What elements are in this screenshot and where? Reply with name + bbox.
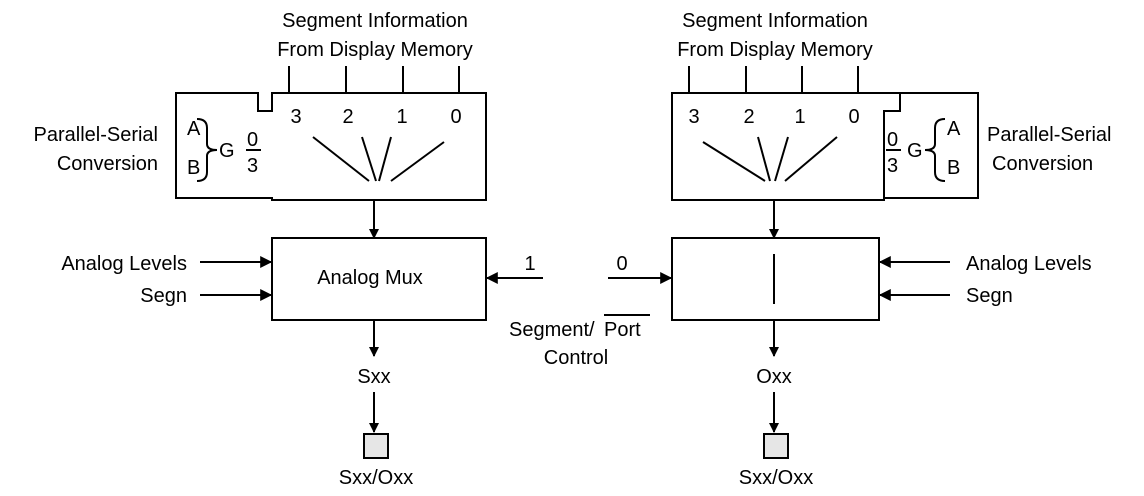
left-analog-mux-label: Analog Mux xyxy=(317,267,423,289)
control-port-label: Port xyxy=(604,319,641,341)
left-ctrl-g: G xyxy=(219,140,235,162)
left-ctrl-brace xyxy=(196,118,218,182)
left-output-pad xyxy=(363,433,389,459)
left-output-label: Sxx xyxy=(357,366,390,388)
left-ctrl-a: A xyxy=(187,118,201,140)
right-port-box xyxy=(671,237,880,321)
right-segn-label: Segn xyxy=(966,285,1013,307)
right-ctrl-g: G xyxy=(907,140,923,162)
right-ctrl-b: B xyxy=(947,157,960,179)
left-pad-label: Sxx/Oxx xyxy=(339,467,413,489)
right-control-block xyxy=(883,92,979,199)
left-bit2-label: 2 xyxy=(342,106,353,128)
right-bit0-label: 0 xyxy=(848,106,859,128)
right-ctrl-bottom: 3 xyxy=(887,155,898,177)
left-ctrl-b: B xyxy=(187,157,200,179)
left-fan-line-3 xyxy=(312,136,370,182)
right-port-input-label: 0 xyxy=(616,253,627,275)
left-bit1-label: 1 xyxy=(396,106,407,128)
left-fan-line-1 xyxy=(378,136,392,182)
right-header-line1: Segment Information xyxy=(682,10,868,32)
left-conversion-line2: Conversion xyxy=(57,153,158,175)
left-fan-line-2 xyxy=(361,136,377,182)
left-bit3-label: 3 xyxy=(290,106,301,128)
control-line2: Control xyxy=(544,347,608,369)
right-fan-line-3 xyxy=(702,141,766,182)
right-bit2-label: 2 xyxy=(743,106,754,128)
right-bit1-label: 1 xyxy=(794,106,805,128)
right-bit3-label: 3 xyxy=(688,106,699,128)
right-output-label: Oxx xyxy=(756,366,792,388)
segment-port-control: Segment/ Port Control xyxy=(509,314,650,369)
right-diagram: Segment Information From Display Memory … xyxy=(608,10,1112,489)
left-header-line2: From Display Memory xyxy=(277,39,473,61)
right-conversion-line1: Parallel-Serial xyxy=(987,124,1112,146)
right-fan-line-0 xyxy=(784,136,838,182)
left-port-input-label: 1 xyxy=(524,253,535,275)
left-analog-mux-box xyxy=(271,237,487,321)
left-header-line1: Segment Information xyxy=(282,10,468,32)
right-header-line2: From Display Memory xyxy=(677,39,873,61)
left-conversion-line1: Parallel-Serial xyxy=(34,124,159,146)
left-ctrl-top: 0 xyxy=(247,129,258,151)
left-ctrl-bottom: 3 xyxy=(247,155,258,177)
right-output-pad xyxy=(763,433,789,459)
left-diagram: Segment Information From Display Memory … xyxy=(34,10,543,489)
left-analog-levels-label: Analog Levels xyxy=(61,253,187,275)
control-segment-label: Segment/ xyxy=(509,319,595,341)
right-ctrl-top: 0 xyxy=(887,129,898,151)
left-fan-line-0 xyxy=(390,141,445,182)
right-analog-levels-label: Analog Levels xyxy=(966,253,1092,275)
right-ctrl-brace xyxy=(924,118,946,182)
left-bit0-label: 0 xyxy=(450,106,461,128)
right-ctrl-a: A xyxy=(947,118,961,140)
right-pad-label: Sxx/Oxx xyxy=(739,467,813,489)
right-conversion-line2: Conversion xyxy=(992,153,1093,175)
right-fan-line-1 xyxy=(774,136,789,182)
left-converter-box xyxy=(175,92,487,201)
left-segn-label: Segn xyxy=(140,285,187,307)
right-fan-line-2 xyxy=(757,136,771,182)
